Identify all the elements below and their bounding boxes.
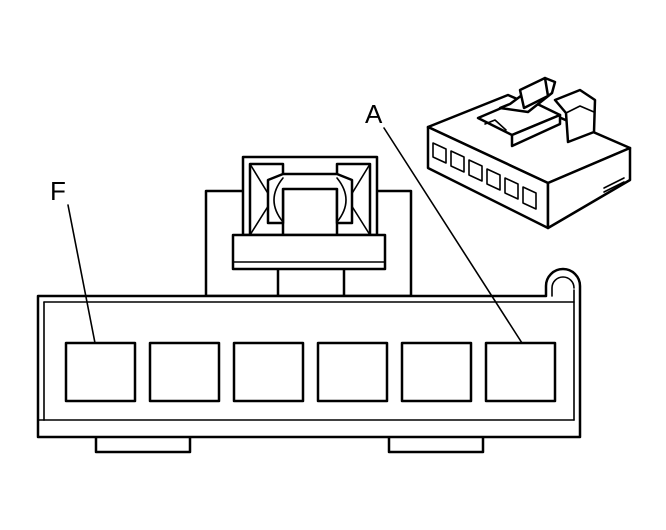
cavity-e (148, 341, 221, 403)
iso-connector (426, 76, 632, 230)
leader-line-f (67, 204, 96, 344)
cavity-d (232, 341, 305, 403)
leader-line-a (383, 127, 523, 344)
main-connector (36, 155, 582, 454)
callout-label-f: F (50, 176, 66, 206)
callout-a: A (365, 99, 523, 344)
cavity-b (400, 341, 473, 403)
cavity-c (316, 341, 389, 403)
callout-label-a: A (365, 99, 383, 129)
iso-cavities (432, 142, 537, 210)
cavity-f (64, 341, 137, 403)
callout-f: F (50, 176, 96, 344)
cavity-a (484, 341, 557, 403)
cavity-row (64, 341, 557, 403)
latch (231, 155, 387, 271)
